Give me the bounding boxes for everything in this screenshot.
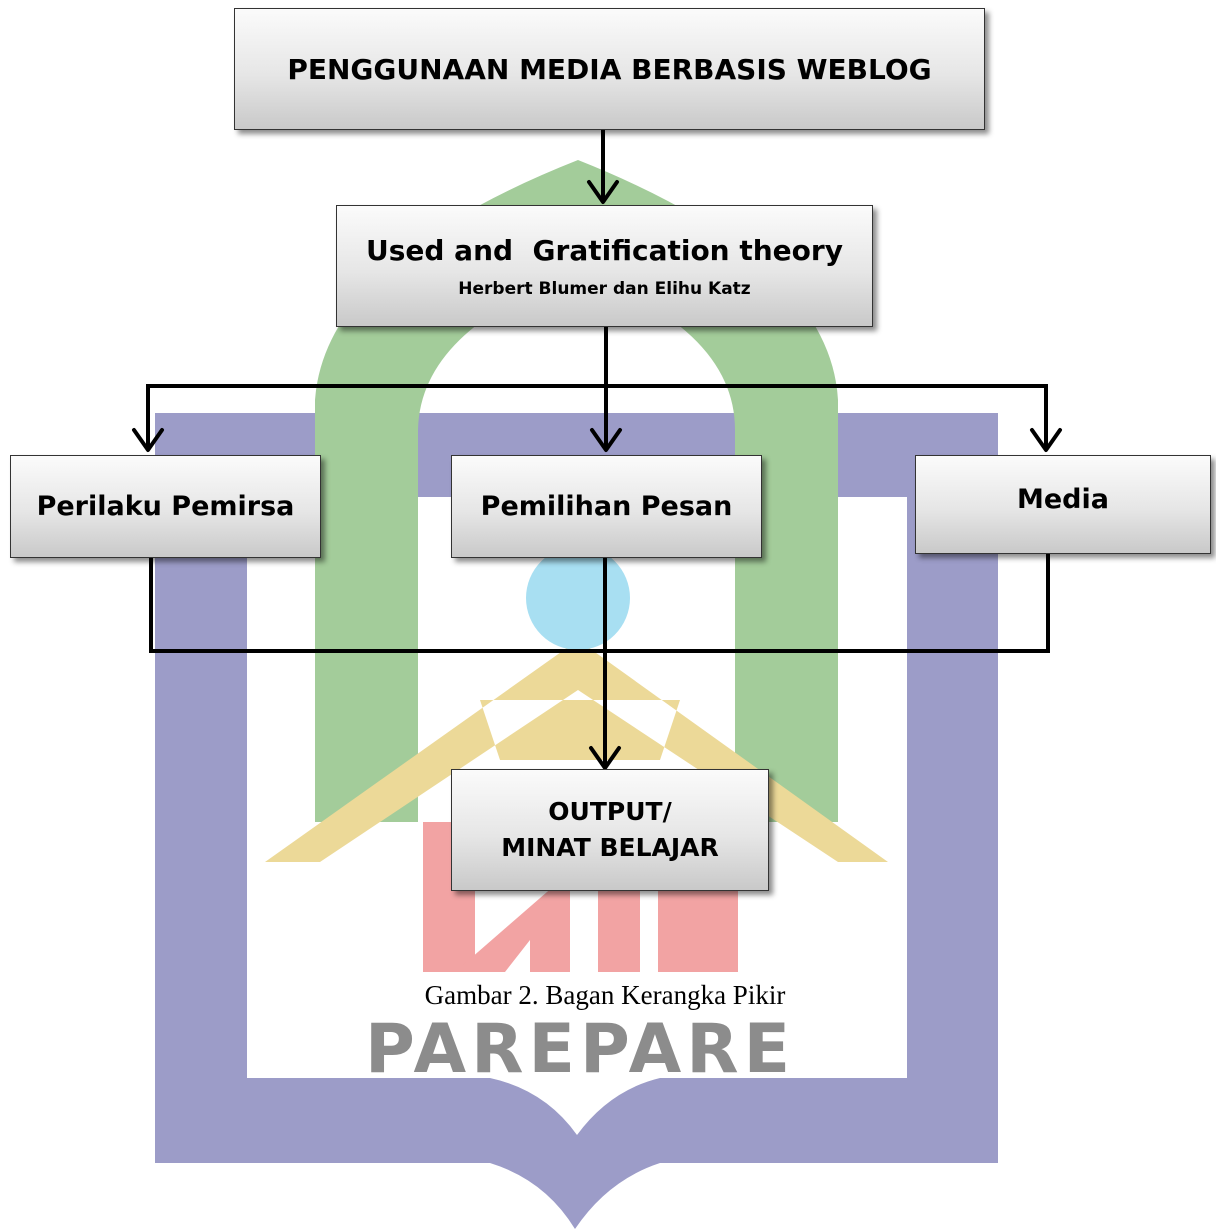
output-label-line2: MINAT BELAJAR — [501, 833, 719, 862]
connector-merge-bar — [149, 554, 1050, 653]
output-label-line1: OUTPUT/ — [548, 796, 672, 826]
arrowhead-output — [589, 746, 621, 770]
weblog-media-label: PENGGUNAAN MEDIA BERBASIS WEBLOG — [287, 52, 932, 86]
media-box: Media — [915, 455, 1211, 554]
perilaku-pemirsa-box: Perilaku Pemirsa — [10, 455, 321, 558]
arrowhead-theory — [587, 180, 619, 204]
weblog-media-box: PENGGUNAAN MEDIA BERBASIS WEBLOG — [234, 8, 985, 130]
arrowhead-media — [1030, 428, 1062, 452]
pemilihan-pesan-box: Pemilihan Pesan — [451, 455, 762, 558]
theory-box: Used and Gratification theory Herbert Bl… — [336, 205, 873, 327]
theory-title: Used and Gratification theory — [366, 233, 843, 267]
media-label: Media — [1017, 484, 1109, 515]
pemilihan-pesan-label: Pemilihan Pesan — [480, 491, 733, 522]
connector-branch-bar — [146, 384, 1048, 448]
figure-caption: Gambar 2. Bagan Kerangka Pikir — [424, 980, 786, 1010]
perilaku-pemirsa-label: Perilaku Pemirsa — [36, 491, 295, 522]
watermark-text: PAREPARE — [364, 1010, 796, 1089]
arrowhead-pesan — [590, 428, 622, 452]
output-box: OUTPUT/ MINAT BELAJAR — [451, 769, 769, 891]
theory-authors: Herbert Blumer dan Elihu Katz — [458, 278, 751, 299]
arrowhead-perilaku — [132, 428, 164, 452]
watermark-roof — [265, 640, 888, 862]
